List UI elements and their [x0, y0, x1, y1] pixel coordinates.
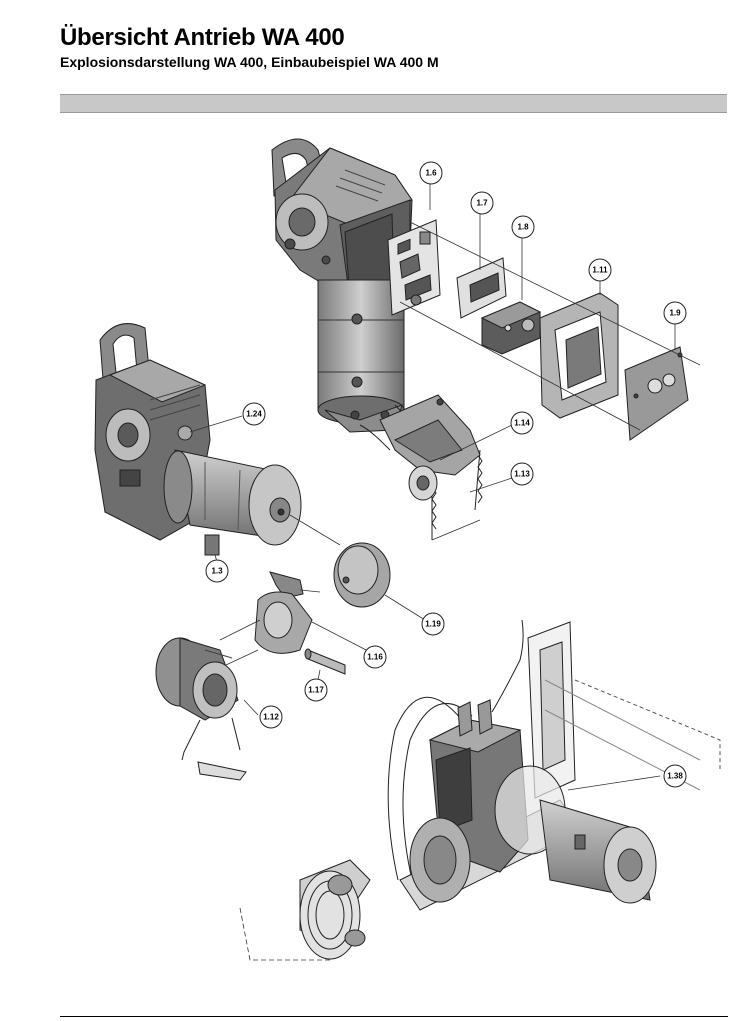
- module-1-8: [480, 301, 542, 355]
- callout-1-3: 1.3: [205, 559, 229, 583]
- callout-1-24: 1.24: [242, 402, 266, 426]
- circuit-board-1-7: [456, 257, 507, 319]
- callouts: 1.6 1.7 1.8 1.11 1.9 1.24 1.14 1.13 1.3 …: [205, 161, 687, 788]
- callout-1-7: 1.7: [470, 191, 494, 215]
- shaft-1-17: [304, 648, 346, 675]
- chain-wheel-unit: [379, 394, 481, 501]
- installation-example: [299, 619, 721, 960]
- callout-1-14-label: 1.14: [514, 419, 530, 428]
- callout-1-12-label: 1.12: [263, 713, 279, 722]
- callout-1-19-label: 1.19: [425, 620, 441, 629]
- explode-line-coupling: [239, 907, 330, 961]
- callout-1-13: 1.13: [510, 462, 534, 486]
- callout-1-9-label: 1.9: [669, 309, 681, 318]
- callout-1-14: 1.14: [510, 411, 534, 435]
- page-subtitle: Explosionsdarstellung WA 400, Einbaubeis…: [60, 54, 439, 70]
- frame-1-11: [539, 292, 619, 419]
- callout-1-8: 1.8: [511, 215, 535, 239]
- explode-line-flange: [219, 589, 371, 681]
- callout-1-17-label: 1.17: [308, 686, 324, 695]
- callout-1-6-label: 1.6: [425, 169, 437, 178]
- circuit-board-1-6: [387, 219, 441, 316]
- leader-1-38: [567, 775, 661, 791]
- explode-lines: [399, 170, 701, 541]
- header-band: [60, 94, 727, 113]
- explode-line-housing: [225, 649, 259, 666]
- callout-1-16-label: 1.16: [367, 653, 383, 662]
- callout-1-38: 1.38: [663, 764, 687, 788]
- callout-1-9: 1.9: [663, 301, 687, 325]
- callout-1-13-label: 1.13: [514, 470, 530, 479]
- callout-1-11-label: 1.11: [592, 266, 608, 275]
- explode-line-cap: [289, 514, 426, 621]
- callout-1-8-label: 1.8: [517, 223, 529, 232]
- flange-1-16: [254, 571, 313, 654]
- callout-1-17: 1.17: [304, 678, 328, 702]
- callout-1-7-label: 1.7: [476, 199, 488, 208]
- callout-1-3-label: 1.3: [211, 567, 223, 576]
- chain-housing-1-12: [155, 637, 247, 781]
- callout-1-38-label: 1.38: [667, 772, 683, 781]
- end-cap-1-19: [333, 542, 391, 608]
- drive-unit-left: [94, 323, 302, 556]
- callout-1-24-label: 1.24: [246, 410, 262, 419]
- callout-1-11: 1.11: [588, 258, 612, 282]
- callout-1-19: 1.19: [421, 612, 445, 636]
- cover-plate-1-9: [624, 346, 689, 441]
- footer-rule: [60, 1016, 728, 1017]
- callout-1-6: 1.6: [419, 161, 443, 185]
- callout-1-12: 1.12: [259, 705, 283, 729]
- page-title: Übersicht Antrieb WA 400: [60, 24, 345, 51]
- callout-1-16: 1.16: [363, 645, 387, 669]
